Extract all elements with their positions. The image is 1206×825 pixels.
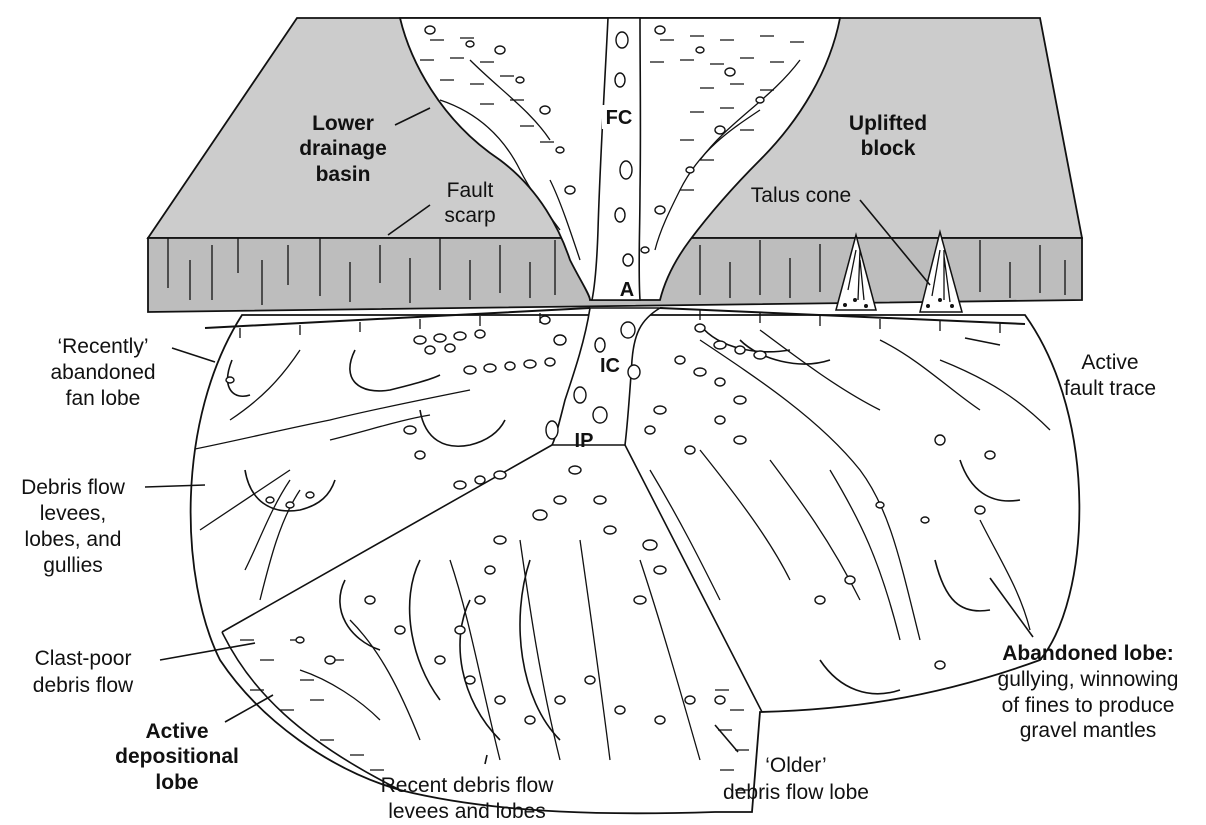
clast-poor-line2: debris flow: [33, 674, 134, 697]
active-depositional-line1: Active: [145, 720, 208, 743]
active-depositional-line3: lobe: [155, 771, 198, 794]
fault-scarp-line1: Fault: [447, 179, 494, 202]
debris-flow-levees-line2: levees,: [40, 502, 107, 525]
abandoned-lobe-desc-line2: of fines to produce: [1002, 694, 1175, 717]
uplifted-block-line2: block: [861, 137, 916, 160]
feeder-channel-code: FC: [606, 107, 633, 129]
recent-debris-line1: Recent debris flow: [381, 774, 555, 797]
older-debris-line2: debris flow lobe: [723, 781, 869, 804]
intersection-point-code: IP: [575, 430, 594, 452]
lower-drainage-basin-line1: Lower: [312, 112, 374, 135]
active-fault-trace-line1: Active: [1081, 351, 1138, 374]
recently-abandoned-line1: ‘Recently’: [57, 335, 148, 358]
debris-flow-levees-line4: gullies: [43, 554, 103, 577]
debris-flow-levees-line3: lobes, and: [25, 528, 122, 551]
older-debris-line1: ‘Older’: [765, 754, 826, 777]
recently-abandoned-line2: abandoned: [50, 361, 155, 384]
lower-drainage-basin-line2: drainage: [299, 137, 387, 160]
active-fault-trace-line2: fault trace: [1064, 377, 1156, 400]
abandoned-lobe-desc-line1: gullying, winnowing: [998, 668, 1179, 691]
clast-poor-line1: Clast-poor: [35, 647, 132, 670]
fan-body: [191, 315, 1080, 813]
talus-cone-label: Talus cone: [751, 184, 851, 207]
recently-abandoned-line3: fan lobe: [66, 387, 141, 410]
intersection-channel-code: IC: [600, 355, 620, 377]
recent-debris-line2: levees and lobes: [388, 800, 546, 823]
abandoned-lobe-title: Abandoned lobe:: [1002, 642, 1174, 665]
debris-flow-levees-line1: Debris flow: [21, 476, 126, 499]
abandoned-lobe-desc-line3: gravel mantles: [1020, 719, 1157, 742]
uplifted-block-line1: Uplifted: [849, 112, 927, 135]
active-depositional-line2: depositional: [115, 745, 239, 768]
lower-drainage-basin-line3: basin: [316, 163, 371, 186]
apex-code: A: [620, 279, 634, 301]
fault-scarp-line2: scarp: [444, 204, 495, 227]
